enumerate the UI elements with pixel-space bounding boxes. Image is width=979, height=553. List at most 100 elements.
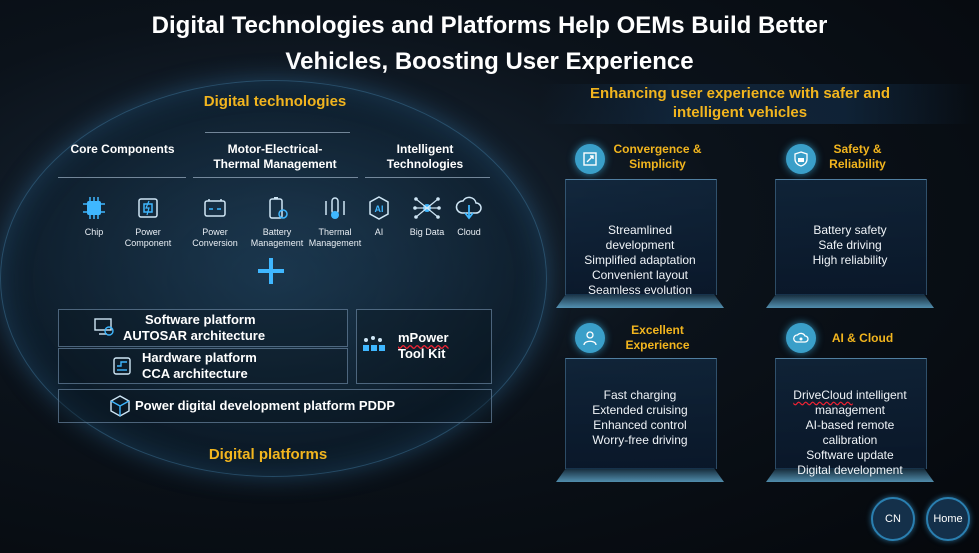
chip-icon (83, 197, 105, 219)
item-label: Thermal (318, 227, 352, 237)
big-data-item: Big Data (397, 195, 457, 238)
item-label: Battery (262, 227, 292, 237)
hardware-platform-box: Hardware platform CCA architecture (58, 348, 348, 384)
thermal-management-item: Thermal Management (305, 195, 365, 249)
card-base (766, 294, 934, 308)
card-safety (775, 179, 927, 295)
card-line: High reliability (812, 253, 888, 267)
power-conversion-icon (204, 199, 226, 217)
card-base (556, 468, 724, 482)
core-components-heading: Core Components (70, 142, 175, 156)
convergence-badge (575, 144, 605, 174)
hardware-platform-icon (113, 357, 131, 375)
card-safety-title: Safety & Reliability (810, 142, 905, 172)
card-line: Fast charging (603, 388, 677, 402)
svg-text:AI: AI (375, 204, 384, 214)
plus-icon (258, 258, 284, 284)
card-experience (565, 358, 717, 469)
card-line-rest: intelligent (852, 388, 907, 402)
card-ai-cloud-body: DriveCloud intelligent management AI-bas… (770, 388, 930, 478)
software-platform-line1: Software platform (145, 312, 256, 327)
experience-badge (575, 323, 605, 353)
pddp-icon (110, 395, 130, 417)
digital-technologies-title: Digital technologies (203, 93, 347, 110)
hardware-platform-line2: CCA architecture (142, 366, 248, 381)
power-conversion-item: Power Conversion (185, 195, 245, 249)
card-line: Software update (806, 448, 894, 462)
battery-management-icon (269, 197, 288, 219)
item-label: Management (308, 238, 362, 248)
battery-management-item: Battery Management (247, 195, 307, 249)
pddp-box: Power digital development platform PDDP (58, 389, 492, 423)
intel-heading-line1: Intelligent (396, 142, 454, 156)
safety-icon (794, 151, 808, 167)
software-platform-box: Software platform AUTOSAR architecture (58, 309, 348, 347)
card-title-line1: Safety & (833, 142, 882, 156)
power-component-icon (138, 198, 158, 218)
page-title: Digital Technologies and Platforms Help … (0, 8, 979, 80)
item-label: Component (124, 238, 172, 248)
ai-icon: AI (369, 196, 389, 220)
item-label: Big Data (409, 227, 445, 237)
right-title-band (540, 84, 975, 124)
motor-heading-line1: Motor-Electrical- (227, 142, 323, 156)
card-line: management (814, 403, 886, 417)
drivecloud-term: DriveCloud (793, 388, 853, 402)
item-label: AI (374, 227, 384, 237)
intel-heading-line2: Technologies (386, 157, 464, 171)
card-line: DriveCloud intelligent (770, 388, 930, 403)
mpower-line1: mPower (398, 330, 449, 345)
hardware-platform-line1: Hardware platform (142, 350, 257, 365)
motor-heading-line2: Thermal Management (213, 157, 337, 171)
card-experience-body: Fast charging Extended cruising Enhanced… (565, 388, 715, 448)
divider (365, 177, 490, 178)
card-line: Safe driving (818, 238, 882, 252)
digital-platforms-title: Digital platforms (208, 446, 328, 463)
intelligent-tech-heading: Intelligent Technologies (365, 142, 485, 172)
toolkit-icon (363, 336, 385, 351)
card-ai-cloud (775, 358, 927, 469)
card-title-line2: Experience (625, 338, 690, 352)
item-label: Power (135, 227, 161, 237)
divider (193, 177, 358, 178)
card-title-line2: Reliability (829, 157, 886, 171)
ai-cloud-icon (793, 332, 809, 343)
card-line: Worry-free driving (592, 433, 688, 447)
card-line: Streamlined (607, 223, 673, 237)
cloud-icon (455, 196, 482, 220)
motor-thermal-heading: Motor-Electrical- Thermal Management (200, 142, 350, 172)
item-label: Power (202, 227, 228, 237)
software-platform-icon (94, 318, 114, 336)
card-safety-body: Battery safety Safe driving High reliabi… (775, 223, 925, 268)
card-title-line1: Excellent (631, 323, 684, 337)
item-label: Management (250, 238, 304, 248)
page-title-line2: Vehicles, Boosting User Experience (285, 48, 694, 75)
card-base (556, 294, 724, 308)
card-line: AI-based remote (805, 418, 895, 432)
card-title-line1: Convergence & (613, 142, 702, 156)
home-button[interactable]: Home (926, 497, 970, 541)
card-convergence-body: Streamlined development Simplified adapt… (565, 223, 715, 298)
mpower-toolkit-box: mPower Tool Kit (356, 309, 492, 384)
cloud-item: Cloud (439, 195, 499, 238)
digital-tech-oval (0, 80, 547, 477)
card-line: Enhanced control (593, 418, 687, 432)
ai-item: AI AI (349, 195, 409, 238)
item-label: Conversion (192, 238, 238, 248)
convergence-icon (583, 152, 597, 166)
card-line: calibration (822, 433, 878, 447)
big-data-icon (413, 197, 441, 219)
card-base (766, 468, 934, 482)
divider (58, 177, 186, 178)
page-title-line1: Digital Technologies and Platforms Help … (151, 12, 828, 39)
card-line: Extended cruising (592, 403, 688, 417)
card-line: Seamless evolution (587, 283, 693, 297)
power-component-item: Power Component (118, 195, 178, 249)
divider (205, 132, 350, 133)
item-label: Chip (84, 227, 104, 237)
right-title-line1: Enhancing user experience with safer and (589, 85, 891, 102)
safety-badge (786, 144, 816, 174)
right-title: Enhancing user experience with safer and… (555, 84, 925, 122)
card-line: development (605, 238, 675, 252)
cn-button[interactable]: CN (871, 497, 915, 541)
